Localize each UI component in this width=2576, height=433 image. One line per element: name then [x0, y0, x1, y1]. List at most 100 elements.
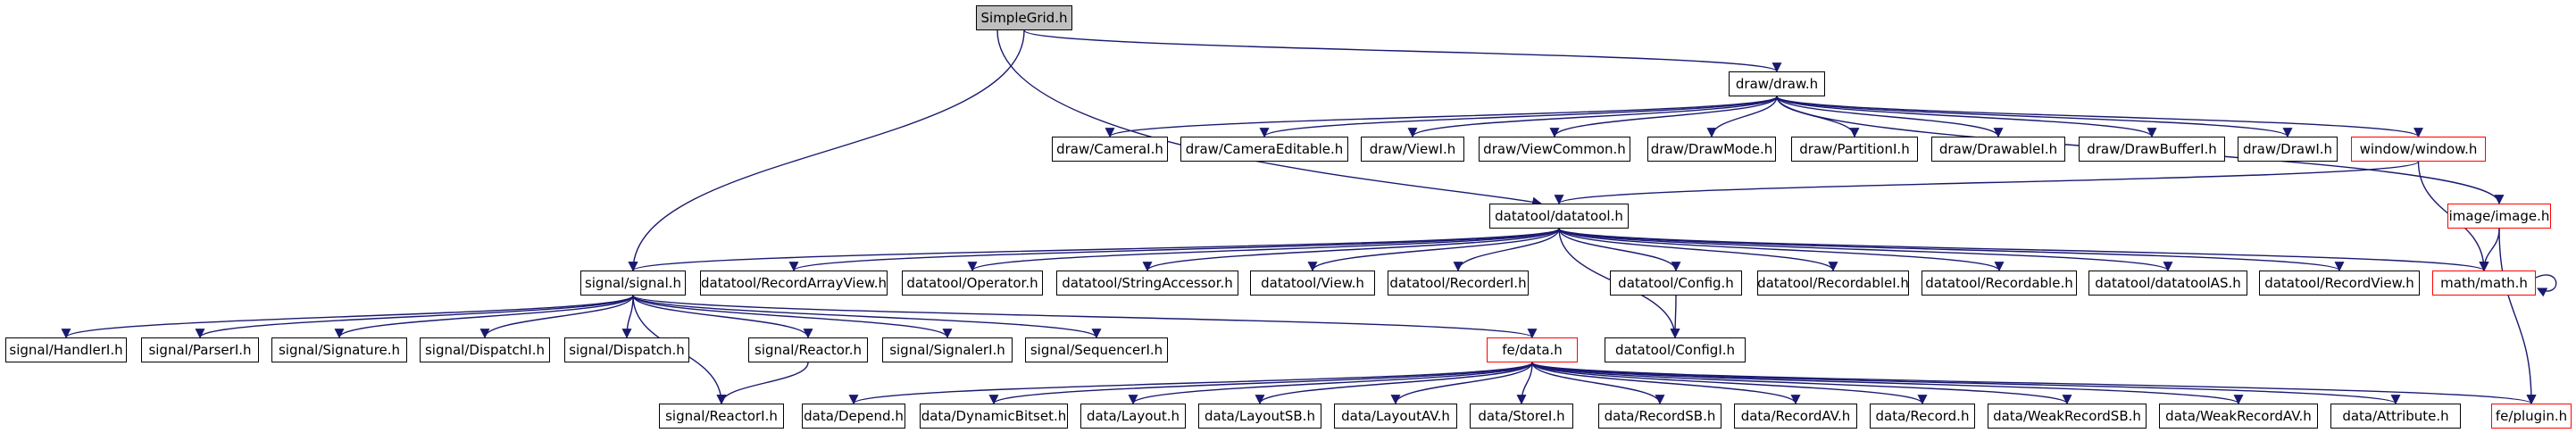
edge-draw-to-window	[1776, 96, 2423, 138]
node-signal-signature-h[interactable]: signal/Signature.h	[271, 337, 407, 362]
node-draw-drawi-h[interactable]: draw/DrawI.h	[2238, 137, 2338, 162]
edge-signal-to-parserI	[195, 295, 634, 339]
node-draw-drawmode-h[interactable]: draw/DrawMode.h	[1647, 137, 1776, 162]
edge-datatool-to-recorderI	[1453, 228, 1560, 272]
edge-config-to-configI	[1670, 295, 1680, 339]
node-draw-cameraeditable-h[interactable]: draw/CameraEditable.h	[1180, 137, 1348, 162]
node-data-weakrecordav-h[interactable]: data/WeakRecordAV.h	[2159, 404, 2318, 429]
node-draw-drawablei-h[interactable]: draw/DrawableI.h	[1931, 137, 2065, 162]
edge-datatool-to-signal	[628, 228, 1560, 272]
node-signal-reactor-h[interactable]: signal/Reactor.h	[748, 337, 868, 362]
edge-datatool-to-recordable	[1558, 228, 2005, 272]
node-datatool-configi-h[interactable]: datatool/ConfigI.h	[1605, 337, 1746, 362]
edge-draw-to-drawableI	[1776, 96, 2004, 138]
node-image-image-h[interactable]: image/image.h	[2447, 204, 2551, 229]
edge-datatool-to-operator	[967, 228, 1560, 272]
node-signal-signal-h[interactable]: signal/signal.h	[580, 271, 686, 296]
node-draw-viewi-h[interactable]: draw/ViewI.h	[1361, 137, 1464, 162]
edge-draw-to-viewI	[1407, 96, 1778, 138]
edge-draw-to-drawI	[1776, 96, 2293, 138]
node-data-recordav-h[interactable]: data/RecordAV.h	[1734, 404, 1857, 429]
edge-datatool-to-datatoolAS	[1558, 228, 2173, 272]
edge-window-to-datatool	[1554, 161, 2420, 205]
edge-datatool-to-stringAccessor	[1142, 228, 1560, 272]
node-data-depend-h[interactable]: data/Depend.h	[802, 404, 905, 429]
edge-reactor-to-reactorI	[716, 362, 809, 405]
edge-fedata-to-layoutAV	[1390, 362, 1533, 405]
node-data-dynamicbitset-h[interactable]: data/DynamicBitset.h	[920, 404, 1068, 429]
edge-datatool-to-dtView	[1307, 228, 1560, 272]
node-data-storei-h[interactable]: data/StoreI.h	[1470, 404, 1573, 429]
edge-fedata-to-depend	[848, 362, 1533, 405]
edge-signal-to-signature	[334, 295, 634, 339]
node-datatool-datatoolas-h[interactable]: datatool/datatoolAS.h	[2088, 271, 2247, 296]
node-signal-signaleri-h[interactable]: signal/SignalerI.h	[882, 337, 1013, 362]
edge-simplegrid-to-draw	[1023, 29, 1782, 73]
edge-simplegrid-to-signal	[628, 29, 1025, 272]
node-data-layoutav-h[interactable]: data/LayoutAV.h	[1334, 404, 1457, 429]
edge-simplegrid-to-datatool	[996, 29, 1543, 207]
node-draw-partitioni-h[interactable]: draw/PartitionI.h	[1791, 137, 1918, 162]
node-datatool-recorderi-h[interactable]: datatool/RecorderI.h	[1388, 271, 1529, 296]
edge-fedata-to-plugin	[1531, 362, 2537, 405]
node-signal-handleri-h[interactable]: signal/HandlerI.h	[5, 337, 127, 362]
node-math-math-h[interactable]: math/math.h	[2432, 271, 2536, 296]
node-datatool-recordable-h[interactable]: datatool/Recordable.h	[1922, 271, 2077, 296]
node-datatool-view-h[interactable]: datatool/View.h	[1250, 271, 1375, 296]
edge-signal-to-fedata	[632, 295, 1538, 339]
edge-datatool-to-recordableI	[1558, 228, 1838, 272]
edge-signal-to-signalerI	[632, 295, 953, 339]
edge-datatool-to-math	[1558, 228, 2489, 272]
node-simplegrid-h: SimpleGrid.h	[976, 5, 1072, 30]
edge-fedata-to-weakRecordAV	[1531, 362, 2244, 405]
node-datatool-recordablei-h[interactable]: datatool/RecordableI.h	[1757, 271, 1909, 296]
edge-fedata-to-record	[1531, 362, 1928, 405]
node-datatool-datatool-h[interactable]: datatool/datatool.h	[1489, 204, 1629, 229]
node-datatool-stringaccessor-h[interactable]: datatool/StringAccessor.h	[1056, 271, 1238, 296]
edge-fedata-to-layoutSB	[1255, 362, 1533, 405]
edge-draw-to-cameraEditable	[1259, 96, 1778, 138]
edge-signal-to-reactor	[632, 295, 813, 339]
node-draw-viewcommon-h[interactable]: draw/ViewCommon.h	[1479, 137, 1630, 162]
node-data-attribute-h[interactable]: data/Attribute.h	[2330, 404, 2461, 429]
edge-fedata-to-recordAV	[1531, 362, 1801, 405]
edge-image-to-math	[2479, 228, 2500, 272]
node-datatool-config-h[interactable]: datatool/Config.h	[1610, 271, 1742, 296]
edge-image-to-plugin	[2498, 228, 2537, 405]
edge-fedata-to-recordSB	[1531, 362, 1665, 405]
edge-datatool-to-recordArrayView	[788, 228, 1560, 272]
node-fe-plugin-h[interactable]: fe/plugin.h	[2491, 404, 2572, 429]
node-data-recordsb-h[interactable]: data/RecordSB.h	[1598, 404, 1722, 429]
node-window-window-h[interactable]: window/window.h	[2351, 137, 2486, 162]
node-datatool-operator-h[interactable]: datatool/Operator.h	[902, 271, 1043, 296]
node-datatool-recordarrayview-h[interactable]: datatool/RecordArrayView.h	[700, 271, 888, 296]
node-draw-draw-h[interactable]: draw/draw.h	[1729, 71, 1825, 96]
edge-signal-to-dispatchI	[479, 295, 634, 339]
edge-draw-to-cameraI	[1105, 96, 1778, 138]
node-data-layoutsb-h[interactable]: data/LayoutSB.h	[1198, 404, 1321, 429]
edge-draw-to-drawMode	[1706, 96, 1778, 138]
node-data-record-h[interactable]: data/Record.h	[1870, 404, 1975, 429]
edge-draw-to-drawBufferI	[1776, 96, 2157, 138]
node-signal-parseri-h[interactable]: signal/ParserI.h	[141, 337, 259, 362]
node-signal-reactori-h[interactable]: signal/ReactorI.h	[659, 404, 784, 429]
edge-signal-to-handlerI	[61, 295, 634, 339]
node-signal-sequenceri-h[interactable]: signal/SequencerI.h	[1025, 337, 1168, 362]
edge-datatool-to-config	[1558, 228, 1681, 272]
node-data-layout-h[interactable]: data/Layout.h	[1080, 404, 1186, 429]
node-datatool-recordview-h[interactable]: datatool/RecordView.h	[2259, 271, 2420, 296]
node-signal-dispatch-h[interactable]: signal/Dispatch.h	[564, 337, 689, 362]
node-fe-data-h[interactable]: fe/data.h	[1487, 337, 1578, 362]
edge-fedata-to-weakRecordSB	[1531, 362, 2072, 405]
node-data-weakrecordsb-h[interactable]: data/WeakRecordSB.h	[1988, 404, 2147, 429]
node-signal-dispatchi-h[interactable]: signal/DispatchI.h	[420, 337, 550, 362]
edge-fedata-to-storeI	[1516, 362, 1533, 405]
node-draw-camerai-h[interactable]: draw/CameraI.h	[1052, 137, 1168, 162]
edge-math-self-loop	[2535, 274, 2557, 297]
edge-fedata-to-dynamicBitset	[988, 362, 1533, 405]
edge-fedata-to-layout	[1128, 362, 1533, 405]
edge-draw-to-viewCommon	[1549, 96, 1778, 138]
edge-signal-to-sequencerI	[632, 295, 1102, 339]
node-draw-drawbufferi-h[interactable]: draw/DrawBufferI.h	[2079, 137, 2225, 162]
